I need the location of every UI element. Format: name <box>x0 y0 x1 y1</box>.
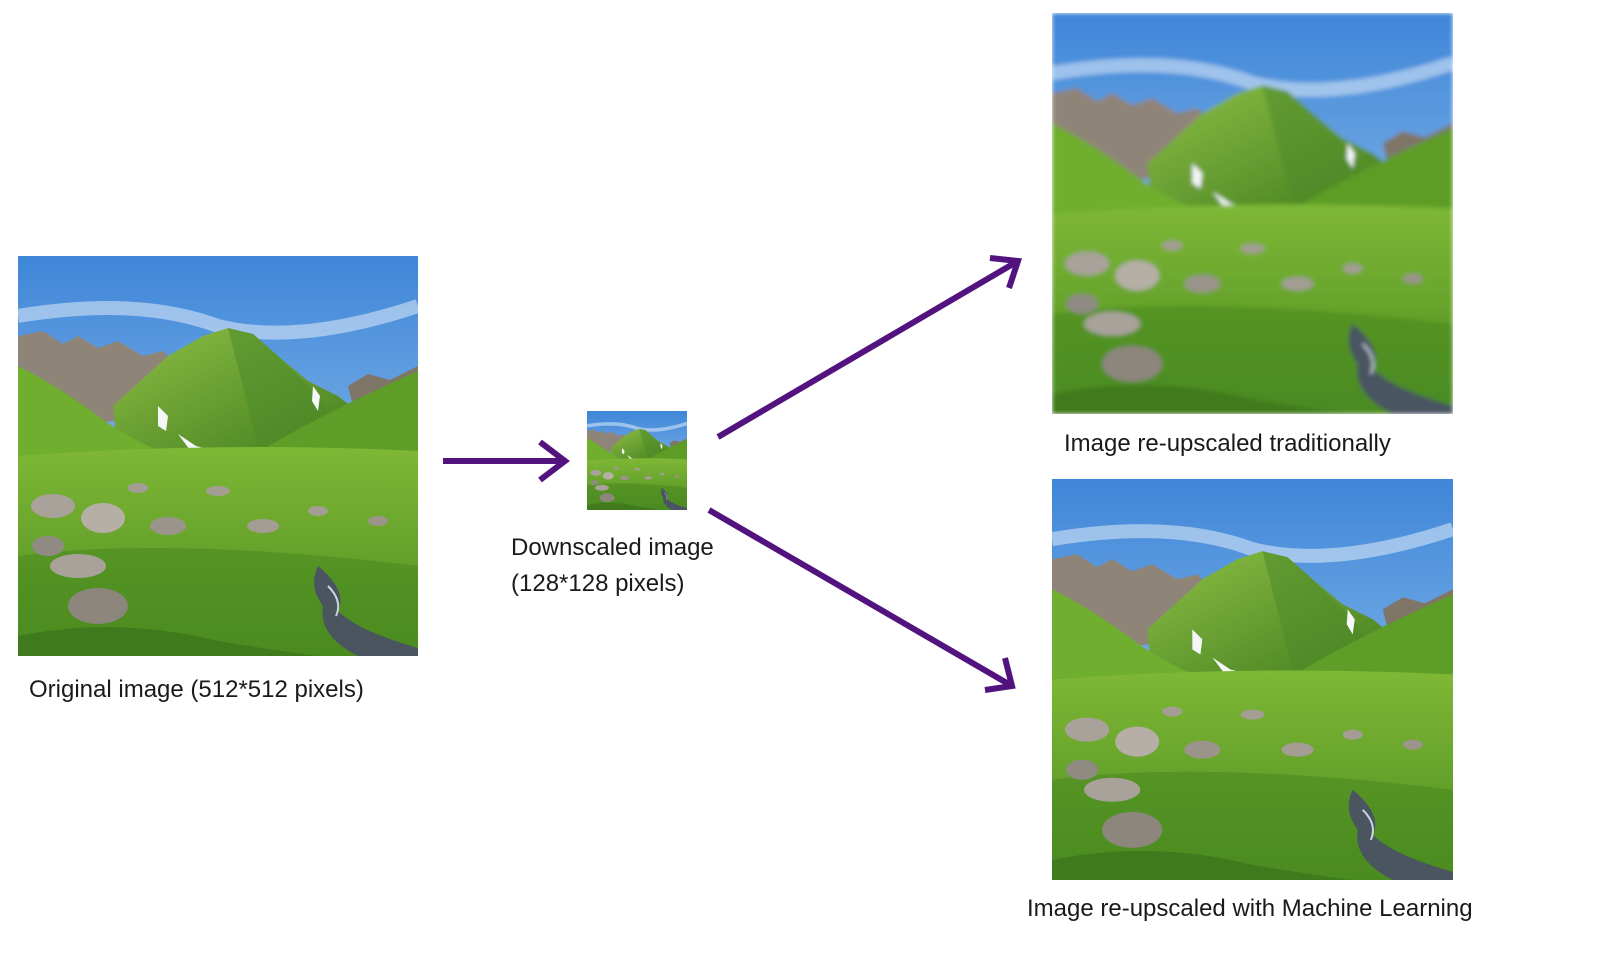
arrow-right-icon <box>443 439 570 483</box>
arrow-up-right-icon <box>716 255 1023 440</box>
downscaled-image-caption-line2: (128*128 pixels) <box>511 570 685 597</box>
arrow-down-right-icon <box>707 507 1016 693</box>
downscaled-image-caption-line1: Downscaled image <box>511 534 714 561</box>
original-image-caption: Original image (512*512 pixels) <box>29 676 364 703</box>
ml-upscaled-caption: Image re-upscaled with Machine Learning <box>1027 895 1473 922</box>
traditional-upscaled-caption: Image re-upscaled traditionally <box>1064 430 1391 457</box>
